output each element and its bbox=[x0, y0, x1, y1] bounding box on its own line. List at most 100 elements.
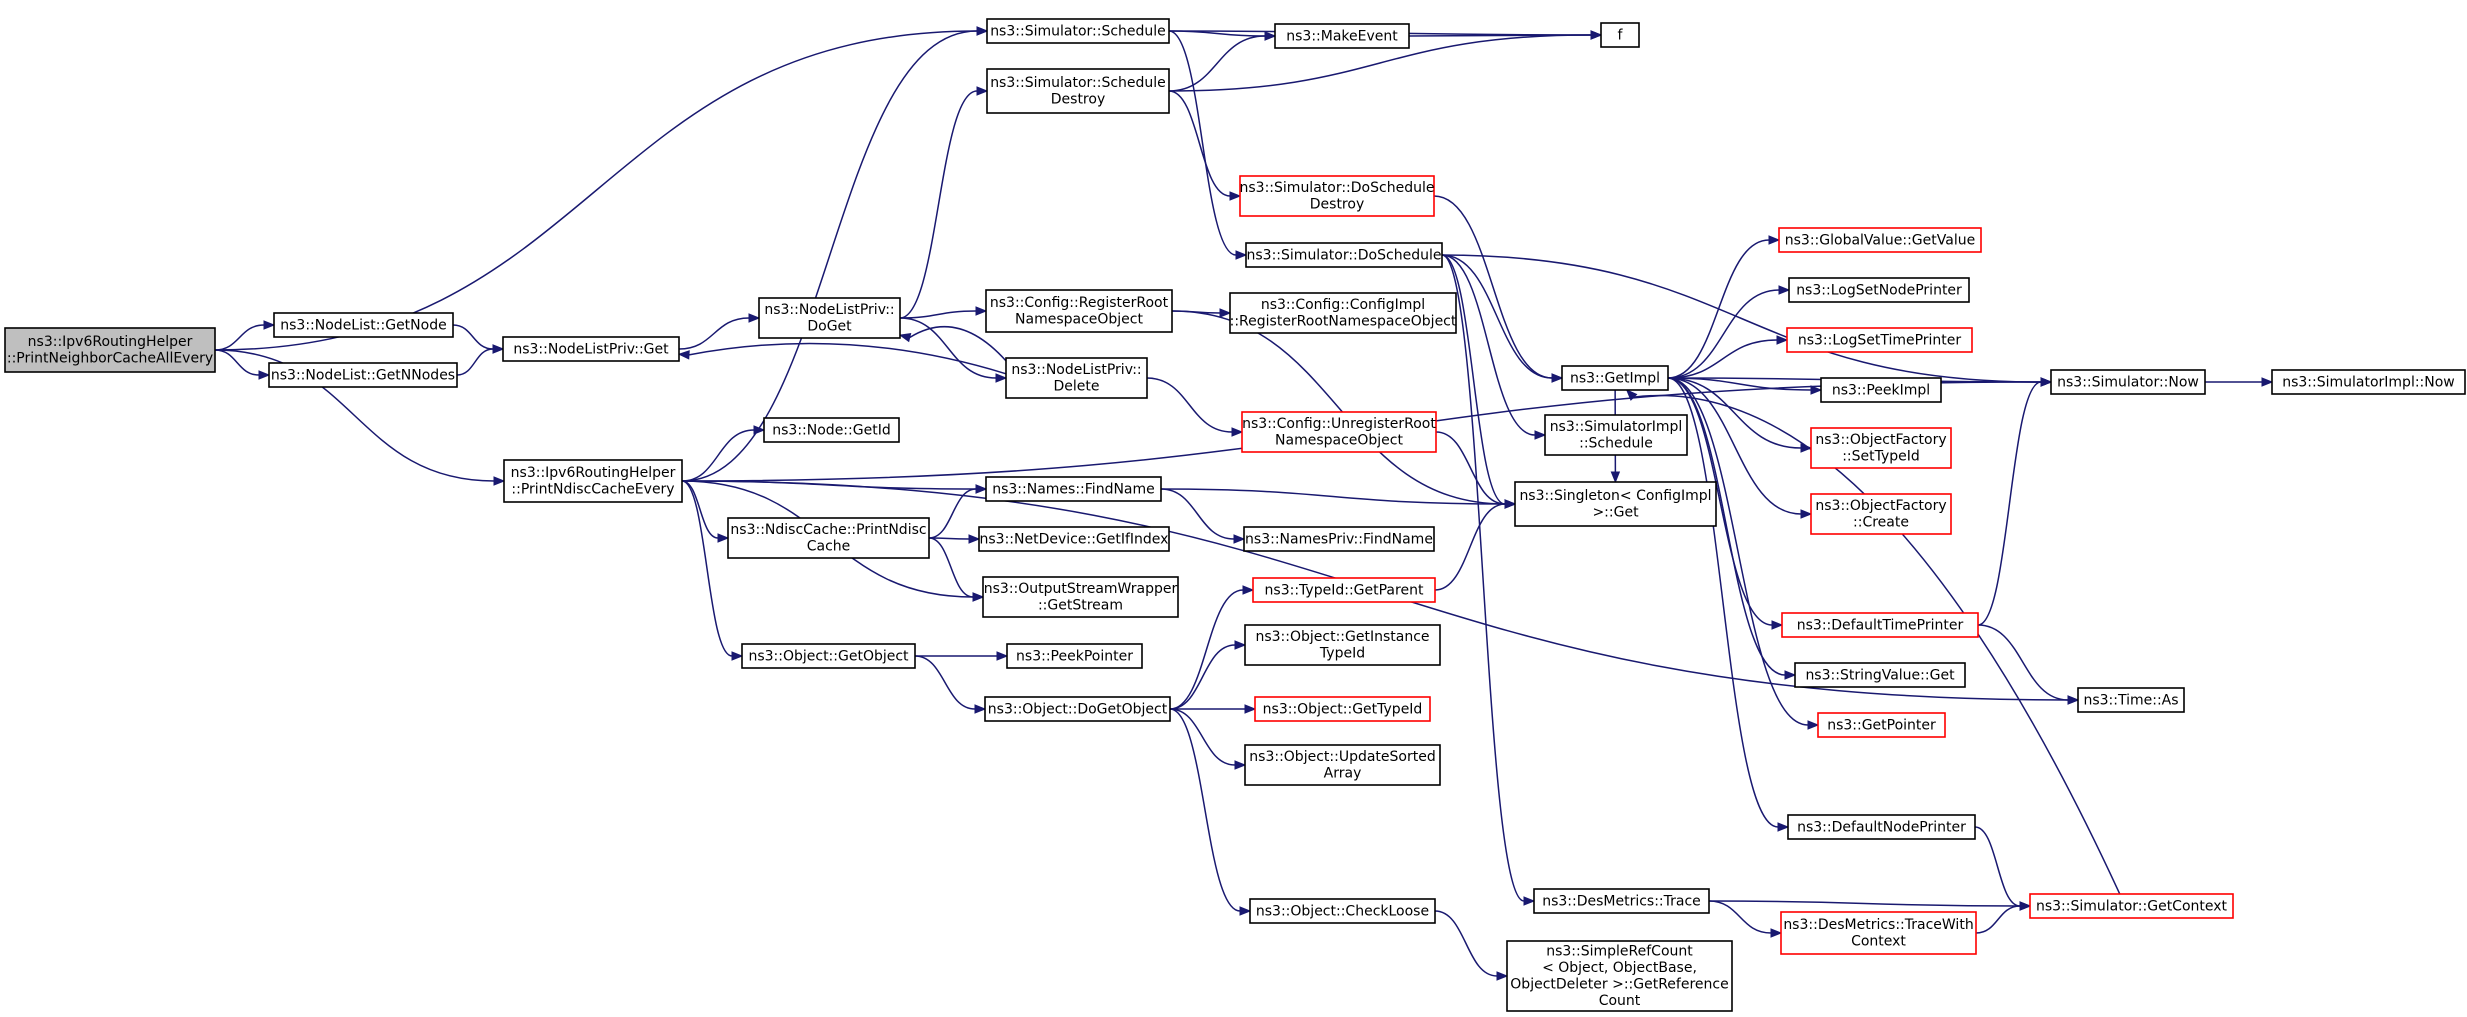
edge-nlpdelete-to-nlpdoget bbox=[898, 325, 1007, 362]
node-label-line: ns3::NdiscCache::PrintNdisc bbox=[730, 522, 926, 538]
node-box bbox=[1005, 357, 1148, 399]
node-logsetnodeprinter[interactable]: ns3::LogSetNodePrinter bbox=[1788, 277, 1970, 303]
node-label-line: Destroy bbox=[1310, 197, 1364, 213]
node-ofsettypeid[interactable]: ns3::ObjectFactory::SetTypeId bbox=[1810, 427, 1952, 469]
node-nlpdelete[interactable]: ns3::NodeListPriv::Delete bbox=[1005, 357, 1148, 399]
edge-line bbox=[899, 317, 997, 379]
node-label-line: ns3::PeekPointer bbox=[1016, 648, 1133, 664]
edge-line bbox=[1441, 254, 2042, 383]
node-defaulttimeprinter[interactable]: ns3::DefaultTimePrinter bbox=[1781, 612, 1979, 638]
edge-arrowhead bbox=[1625, 389, 1638, 401]
node-label-line: ::PrintNdiscCacheEvery bbox=[511, 482, 674, 498]
node-nodegetid[interactable]: ns3::Node::GetId bbox=[763, 417, 900, 443]
node-getcontext[interactable]: ns3::Simulator::GetContext bbox=[2029, 893, 2234, 919]
node-label-line: ::RegisterRootNamespaceObject bbox=[1230, 314, 1457, 330]
node-desmetricstrace[interactable]: ns3::DesMetrics::Trace bbox=[1533, 888, 1710, 914]
edge-line bbox=[1169, 644, 1236, 710]
edge-line bbox=[1977, 381, 2042, 626]
node-simimplschedule[interactable]: ns3::SimulatorImpl::Schedule bbox=[1544, 414, 1688, 456]
node-getnode[interactable]: ns3::NodeList::GetNode bbox=[273, 312, 454, 338]
node-ofcreate[interactable]: ns3::ObjectFactory::Create bbox=[1810, 493, 1952, 535]
node-box bbox=[1514, 481, 1717, 527]
node-npfindname[interactable]: ns3::NamesPriv::FindName bbox=[1243, 526, 1435, 552]
node-objgettypeid[interactable]: ns3::Object::GetTypeId bbox=[1254, 696, 1431, 722]
node-printndisc[interactable]: ns3::Ipv6RoutingHelper::PrintNdiscCacheE… bbox=[503, 459, 683, 503]
node-findname[interactable]: ns3::Names::FindName bbox=[985, 476, 1162, 502]
node-checkloose[interactable]: ns3::Object::CheckLoose bbox=[1249, 898, 1436, 924]
edge-desmetricstrace-to-getcontext bbox=[1708, 900, 2032, 911]
edge-line bbox=[1441, 254, 1553, 379]
node-box bbox=[1241, 411, 1437, 453]
node-getifindex[interactable]: ns3::NetDevice::GetIfIndex bbox=[978, 526, 1170, 552]
node-getobject[interactable]: ns3::Object::GetObject bbox=[741, 643, 916, 669]
edge-nlpdelete-to-unregroot bbox=[1146, 377, 1244, 437]
node-schedule[interactable]: ns3::Simulator::Schedule bbox=[986, 18, 1170, 44]
node-regroot[interactable]: ns3::Config::RegisterRootNamespaceObject bbox=[985, 289, 1173, 333]
edge-dogetobject-to-updatesorted bbox=[1169, 708, 1247, 770]
node-getstream[interactable]: ns3::OutputStreamWrapper::GetStream bbox=[982, 576, 1179, 618]
edge-typeidgetparent-to-singletonget bbox=[1434, 499, 1517, 591]
node-globalvalue[interactable]: ns3::GlobalValue::GetValue bbox=[1778, 227, 1982, 253]
edge-arrowhead bbox=[1771, 620, 1784, 630]
node-box bbox=[1244, 744, 1441, 786]
node-box bbox=[2050, 369, 2206, 395]
edge-printndisc-to-getobject bbox=[681, 480, 744, 661]
edge-arrowhead bbox=[717, 533, 730, 543]
edge-schedule-to-doschedule bbox=[1168, 30, 1248, 260]
edge-arrowhead bbox=[1264, 31, 1277, 41]
node-label-line: ns3::Config::RegisterRoot bbox=[990, 295, 1169, 311]
edge-arrowhead bbox=[1235, 250, 1248, 260]
node-peekimpl[interactable]: ns3::PeekImpl bbox=[1820, 377, 1942, 403]
node-timeas[interactable]: ns3::Time::As bbox=[2077, 687, 2185, 713]
node-doschedule[interactable]: ns3::Simulator::DoSchedule bbox=[1245, 242, 1443, 268]
node-getpointer[interactable]: ns3::GetPointer bbox=[1817, 712, 1946, 738]
edge-getimpl-to-globalvalue bbox=[1667, 235, 1781, 379]
edge-nlpdoget-to-regroot bbox=[899, 306, 988, 319]
node-getnnodes[interactable]: ns3::NodeList::GetNNodes bbox=[268, 362, 458, 388]
node-singletonget[interactable]: ns3::Singleton< ConfigImpl >::Get bbox=[1514, 481, 1717, 527]
node-typeidgetparent[interactable]: ns3::TypeId::GetParent bbox=[1252, 577, 1436, 603]
edge-line bbox=[1667, 339, 1778, 379]
edge-dogetobject-to-objgettypeid bbox=[1170, 704, 1257, 714]
edge-line bbox=[1667, 289, 1780, 379]
node-label-line: < Object, ObjectBase, bbox=[1542, 960, 1697, 976]
node-simimplnow[interactable]: ns3::SimulatorImpl::Now bbox=[2271, 369, 2466, 395]
edge-ndiscprint-to-getstream bbox=[928, 537, 985, 602]
node-peekpointer[interactable]: ns3::PeekPointer bbox=[1006, 643, 1143, 669]
edge-doschedule-to-getimpl bbox=[1441, 254, 1564, 383]
node-nlpdoget[interactable]: ns3::NodeListPriv::DoGet bbox=[758, 297, 901, 339]
node-f[interactable]: f bbox=[1600, 22, 1640, 48]
edge-arrowhead bbox=[1784, 670, 1797, 680]
node-box bbox=[1810, 493, 1952, 535]
node-simplerefcount[interactable]: ns3::SimpleRefCount< Object, ObjectBase,… bbox=[1506, 940, 1733, 1012]
node-stringvalueget[interactable]: ns3::StringValue::Get bbox=[1794, 662, 1966, 688]
node-logsettimeprinter[interactable]: ns3::LogSetTimePrinter bbox=[1786, 327, 1973, 353]
node-box bbox=[1781, 612, 1979, 638]
node-simnow[interactable]: ns3::Simulator::Now bbox=[2050, 369, 2206, 395]
edge-defaulttimeprinter-to-simnow bbox=[1977, 377, 2053, 626]
edge-line bbox=[1667, 377, 1786, 676]
edge-line bbox=[1975, 905, 2021, 934]
edge-arrowhead bbox=[1523, 896, 1536, 906]
node-ndiscprint[interactable]: ns3::NdiscCache::PrintNdiscCache bbox=[727, 517, 930, 559]
node-dogetobject[interactable]: ns3::Object::DoGetObject bbox=[984, 696, 1171, 722]
node-makeevent[interactable]: ns3::MakeEvent bbox=[1274, 23, 1410, 49]
node-label-line: Count bbox=[1599, 993, 1641, 1009]
node-box bbox=[1243, 526, 1435, 552]
node-unregroot[interactable]: ns3::Config::UnregisterRootNamespaceObje… bbox=[1241, 411, 1437, 453]
node-cfgimplreg[interactable]: ns3::Config::ConfigImpl::RegisterRootNam… bbox=[1229, 292, 1457, 334]
node-root[interactable]: ns3::Ipv6RoutingHelper::PrintNeighborCac… bbox=[4, 327, 216, 373]
edge-arrowhead bbox=[1778, 285, 1791, 295]
node-nlpget[interactable]: ns3::NodeListPriv::Get bbox=[502, 336, 680, 362]
node-defaultnodeprinter[interactable]: ns3::DefaultNodePrinter bbox=[1787, 814, 1976, 840]
node-box bbox=[1780, 911, 1977, 955]
node-getimpl[interactable]: ns3::GetImpl bbox=[1561, 365, 1669, 391]
node-box bbox=[1244, 624, 1441, 666]
edge-line bbox=[1667, 377, 1802, 515]
node-label-line: ns3::Object::GetObject bbox=[748, 648, 909, 664]
